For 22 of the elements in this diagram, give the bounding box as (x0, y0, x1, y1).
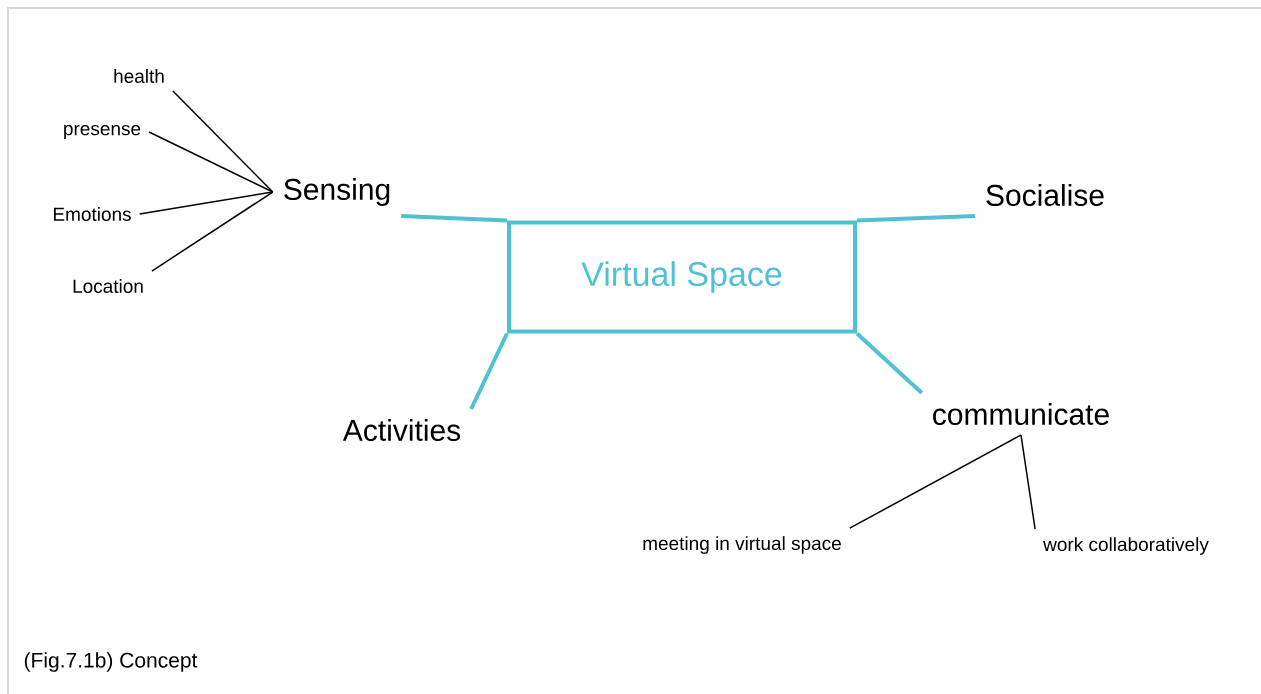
connector-line (855, 332, 924, 395)
subtopic-label: work collaboratively (1043, 537, 1209, 555)
caption: (Fig.7.1b) Concept (24, 652, 198, 672)
connector-line (856, 214, 976, 223)
subtopic-label: Emotions (53, 207, 131, 221)
subtopic-label: meeting in virtual space (643, 536, 841, 554)
topic-label: Sensing (284, 178, 390, 206)
subtopic-label: Location (73, 279, 143, 293)
connector-line (1020, 434, 1036, 530)
connector-line (148, 131, 274, 193)
connector-line (401, 214, 508, 223)
connector-line (138, 191, 274, 215)
subtopic-label: health (114, 69, 164, 83)
connector-line (469, 332, 509, 410)
topic-label: Activities (342, 419, 461, 442)
connector-line (172, 90, 274, 193)
connector-line (151, 191, 274, 272)
subtopic-label: presense (64, 124, 141, 140)
concept-box: Virtual Space (507, 220, 857, 334)
topic-label: Socialise (986, 184, 1104, 207)
connector-line (849, 434, 1022, 529)
topic-label: communicate (933, 403, 1109, 426)
